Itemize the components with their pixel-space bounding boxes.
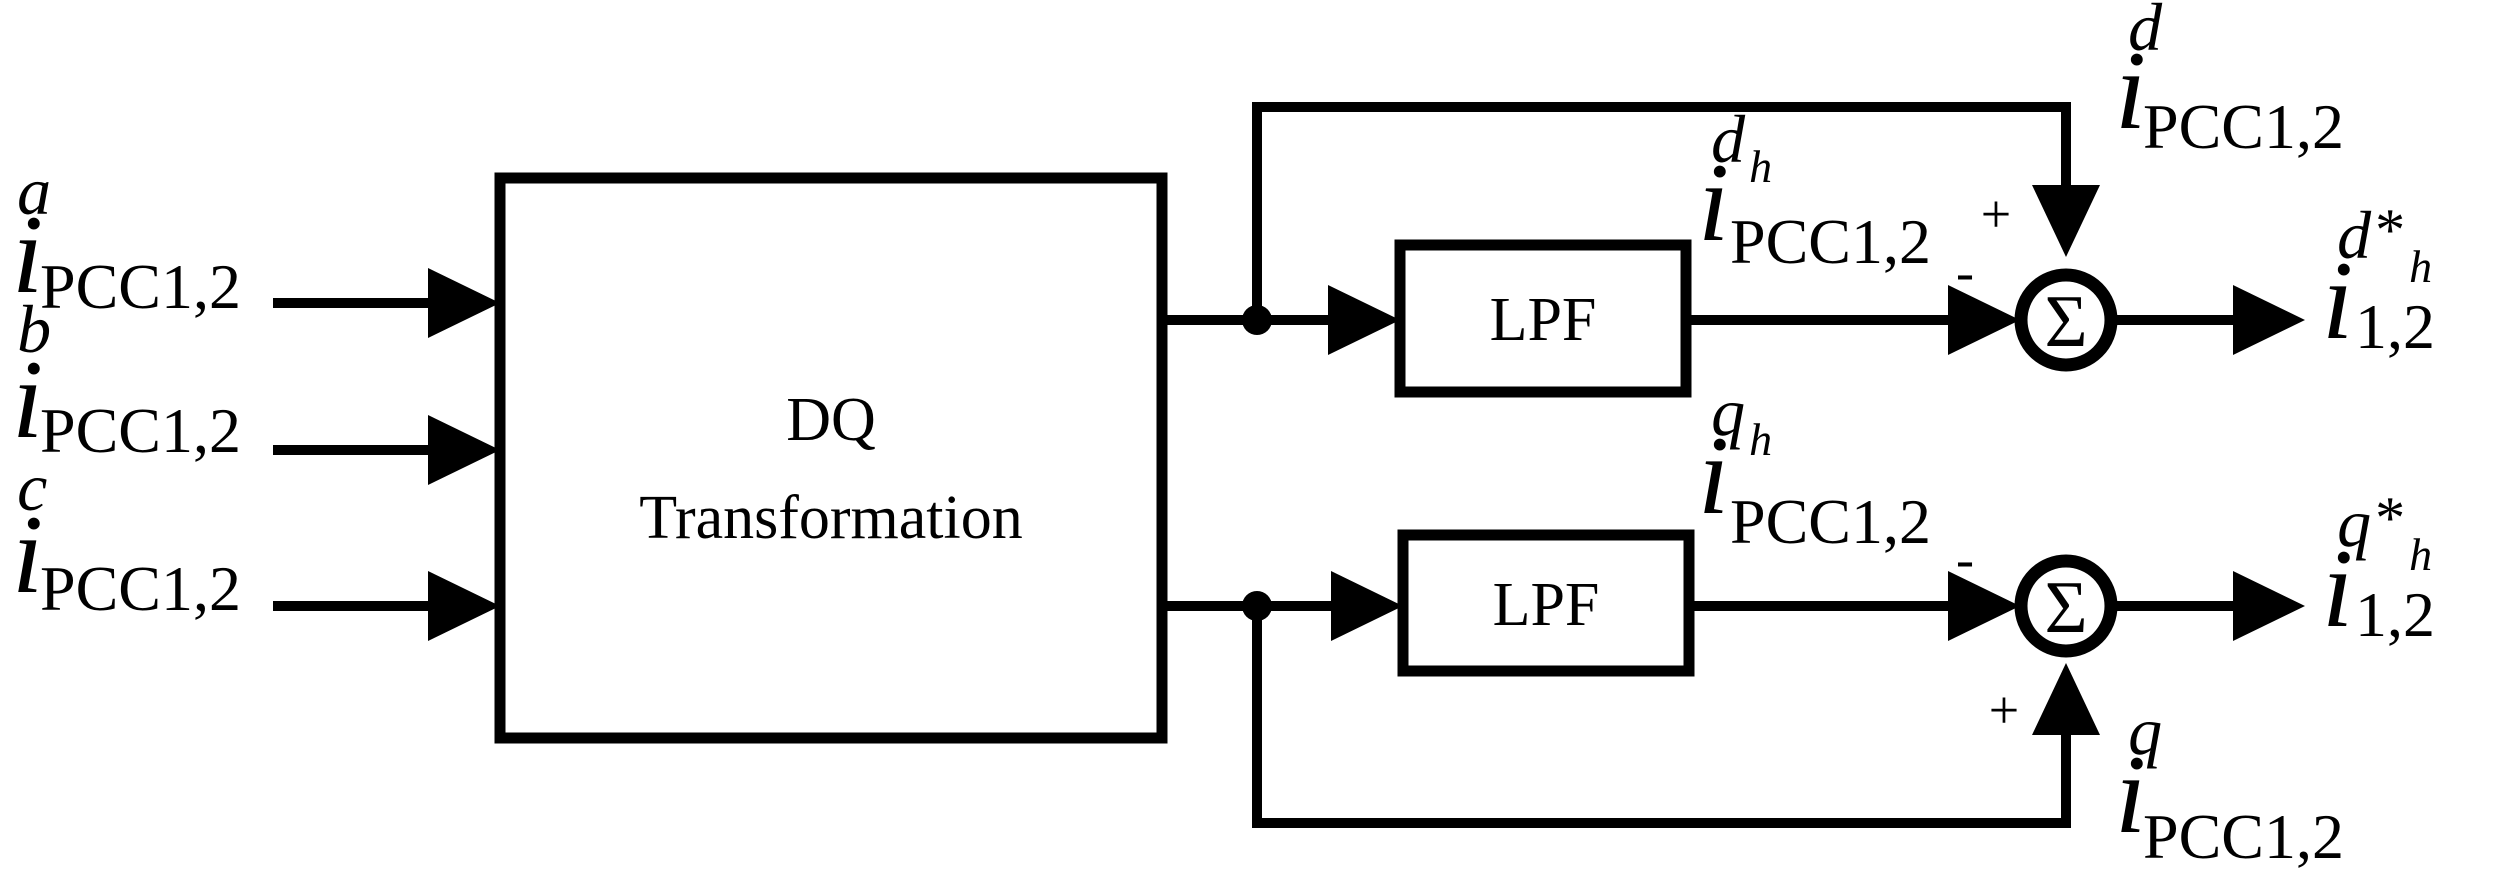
label-lpf-q-base: i xyxy=(1698,414,1729,538)
label-input-c-sub: PCC1,2 xyxy=(40,553,241,624)
label-input-a-sup: a xyxy=(17,153,51,229)
label-lpf-d-supsub: h xyxy=(1749,141,1772,192)
dq-block-label-line2: Transformation xyxy=(639,484,1022,552)
lpf-block-d xyxy=(1394,239,1692,398)
label-feed-q-sup: q xyxy=(2128,693,2162,769)
label-out-q-sub: 1,2 xyxy=(2355,579,2435,650)
label-out-q-star: * xyxy=(2375,485,2405,551)
lpf-q-output-arrowhead xyxy=(1948,571,2020,641)
d-feedforward-arrowhead xyxy=(2032,185,2100,257)
label-input-c: i c PCC1,2 xyxy=(12,449,241,624)
label-out-d-star: * xyxy=(2375,197,2405,263)
label-input-b: i b PCC1,2 xyxy=(12,291,241,466)
label-input-c-base: i xyxy=(12,493,43,617)
label-input-a-sub: PCC1,2 xyxy=(40,251,241,322)
dq-transformation-block xyxy=(494,172,1168,744)
d-channel-arrowhead xyxy=(1328,285,1400,355)
label-lpf-q-sub: PCC1,2 xyxy=(1730,486,1931,557)
label-input-a: i a PCC1,2 xyxy=(12,153,241,322)
label-out-d-sub: 1,2 xyxy=(2355,291,2435,362)
dq-block-label-line1: DQ xyxy=(786,386,876,454)
label-input-b-base: i xyxy=(12,338,43,462)
sign-plus-d: + xyxy=(1981,184,2011,244)
sum-symbol-d: Σ xyxy=(2044,281,2087,363)
sum-symbol-q: Σ xyxy=(2044,567,2087,649)
label-feed-d-sup: d xyxy=(2128,0,2163,65)
label-feed-q-sub: PCC1,2 xyxy=(2143,801,2344,872)
label-out-q-supsub: h xyxy=(2409,529,2432,580)
input-a-arrowhead xyxy=(428,268,500,338)
label-out-q-sup: q xyxy=(2337,485,2371,561)
label-input-a-base: i xyxy=(12,193,43,317)
input-b-arrowhead xyxy=(428,415,500,485)
label-lpf-q-sup: q xyxy=(1711,374,1745,450)
label-feed-q: i q PCC1,2 xyxy=(2115,693,2344,872)
label-out-d: i d * h 1,2 xyxy=(2322,197,2436,363)
lpf-block-q xyxy=(1397,529,1695,677)
d-feedforward-path xyxy=(1252,102,2071,325)
sign-minus-q: - xyxy=(1956,529,1974,589)
label-input-c-sup: c xyxy=(17,449,47,525)
sign-minus-d: - xyxy=(1956,242,1974,302)
label-lpf-q: i q h PCC1,2 xyxy=(1698,374,1931,557)
lpf-label-d: LPF xyxy=(1490,286,1597,354)
lpf-label-q: LPF xyxy=(1493,571,1600,639)
label-feed-q-base: i xyxy=(2115,733,2146,857)
out-q-arrowhead xyxy=(2233,571,2305,641)
label-feed-d-sub: PCC1,2 xyxy=(2143,91,2344,162)
label-input-b-sup: b xyxy=(17,291,51,367)
label-lpf-d-base: i xyxy=(1698,141,1729,265)
label-feed-d-base: i xyxy=(2115,29,2146,153)
q-feedforward-arrowhead xyxy=(2032,663,2100,735)
label-lpf-q-supsub: h xyxy=(1749,414,1772,465)
label-out-q: i q * h 1,2 xyxy=(2322,485,2436,651)
q-feedforward-path xyxy=(1252,601,2071,828)
label-out-q-base: i xyxy=(2322,527,2353,651)
out-d-arrowhead xyxy=(2233,285,2305,355)
q-channel-arrowhead xyxy=(1331,571,1403,641)
label-out-d-base: i xyxy=(2322,239,2353,363)
sign-plus-q: + xyxy=(1989,680,2019,740)
lpf-d-output-arrowhead xyxy=(1948,285,2020,355)
label-lpf-d-sub: PCC1,2 xyxy=(1730,206,1931,277)
label-out-d-supsub: h xyxy=(2409,241,2432,292)
input-c-arrowhead xyxy=(428,571,500,641)
label-input-b-sub: PCC1,2 xyxy=(40,395,241,466)
label-feed-d: i d PCC1,2 xyxy=(2115,0,2344,162)
label-lpf-d: i d h PCC1,2 xyxy=(1698,101,1931,277)
label-lpf-d-sup: d xyxy=(1711,101,1746,177)
label-out-d-sup: d xyxy=(2337,197,2372,273)
